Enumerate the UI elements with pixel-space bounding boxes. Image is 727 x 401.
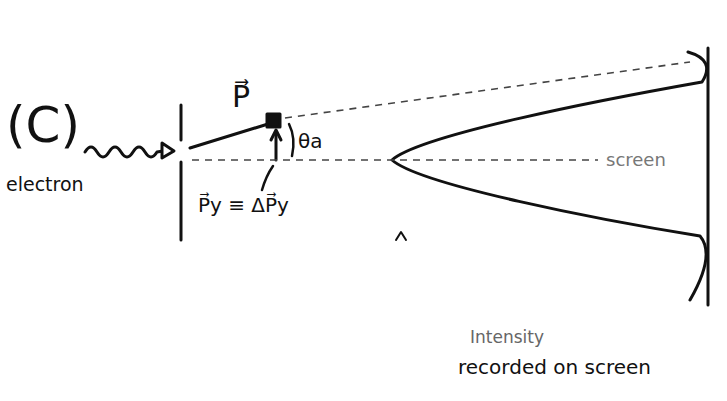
particle-label: electron [6, 174, 84, 195]
py-leader [262, 166, 273, 190]
vector-tip [267, 114, 280, 127]
ray-dashed [285, 62, 690, 118]
vector-label: P⃗ [232, 80, 250, 113]
py-vector [275, 132, 278, 160]
barrier-upper [180, 105, 183, 140]
minor-mark [396, 232, 406, 240]
part-label: (C) [6, 98, 80, 153]
py-head [271, 130, 281, 140]
screen-label: screen [606, 150, 666, 170]
vector-label: P⃗y ≡ ΔP⃗y [198, 194, 289, 216]
barrier-lower [180, 162, 183, 240]
momentum-vector [190, 124, 268, 148]
note-text: Intensity [470, 328, 544, 347]
wave-head [162, 143, 174, 158]
angle-label: θa [298, 130, 323, 152]
angle-arc [289, 124, 293, 156]
note-text: recorded on screen [458, 356, 651, 378]
electron-wave [85, 147, 163, 157]
center-dashed [192, 159, 598, 161]
screen-line [707, 48, 710, 305]
intensity-curve [392, 52, 707, 300]
